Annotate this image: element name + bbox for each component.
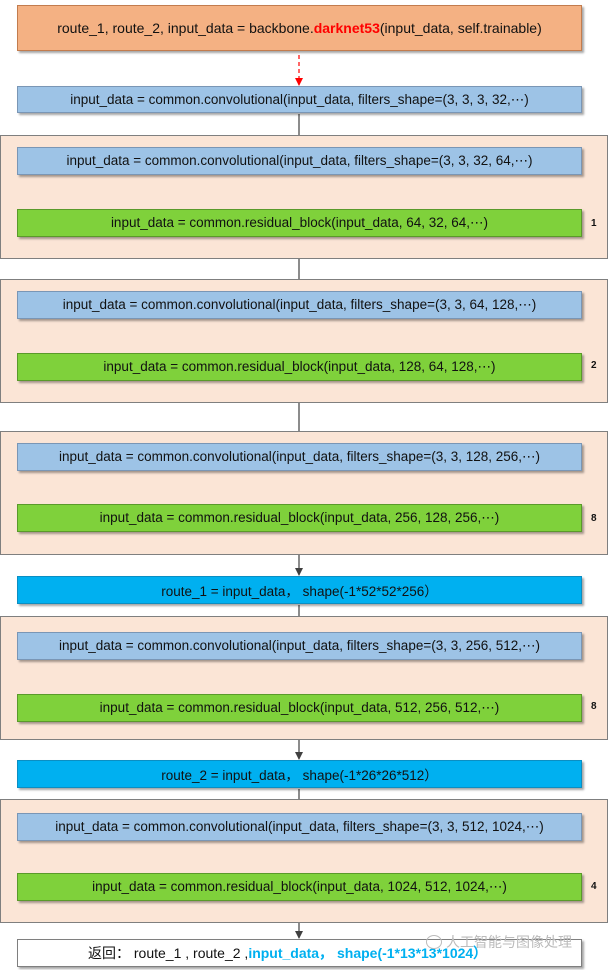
backbone-call: route_1, route_2, input_data = backbone.… [17, 5, 582, 51]
wechat-icon [426, 935, 442, 949]
stage-2-repeat-count: 2 [590, 360, 598, 372]
stage-3-residual: input_data = common.residual_block(input… [17, 504, 582, 532]
stage-2-conv: input_data = common.convolutional(input_… [17, 291, 582, 319]
stage-5-residual: input_data = common.residual_block(input… [17, 873, 582, 901]
stage-3-repeat-count: 8 [590, 513, 598, 525]
return-highlight: input_data， shape(-1*13*13*1024） [248, 945, 488, 961]
stage-5-conv: input_data = common.convolutional(input_… [17, 813, 582, 841]
stage-1-residual: input_data = common.residual_block(input… [17, 209, 582, 237]
stage-1-repeat-count: 1 [590, 218, 598, 230]
stage-2-residual: input_data = common.residual_block(input… [17, 353, 582, 381]
darknet53-fn: darknet53 [313, 20, 380, 36]
stage-1-conv: input_data = common.convolutional(input_… [17, 147, 582, 175]
watermark-text: 人工智能与图像处理 [446, 934, 572, 950]
header-post: (input_data, self.trainable) [379, 20, 542, 36]
stage-4-repeat-count: 8 [590, 701, 598, 713]
stage-5-repeat-count: 4 [590, 881, 598, 893]
stage-4-residual: input_data = common.residual_block(input… [17, 694, 582, 722]
stage-4-conv: input_data = common.convolutional(input_… [17, 632, 582, 660]
header-pre: route_1, route_2, input_data = backbone. [57, 20, 314, 36]
watermark: 人工智能与图像处理 [426, 932, 572, 952]
first-conv-box: input_data = common.convolutional(input_… [17, 86, 582, 113]
route-1-box: route_1 = input_data， shape(-1*52*52*256… [17, 576, 582, 604]
stage-3-conv: input_data = common.convolutional(input_… [17, 443, 582, 471]
return-box: 返回： route_1 , route_2 , input_data， shap… [17, 939, 582, 967]
route-2-box: route_2 = input_data， shape(-1*26*26*512… [17, 760, 582, 788]
return-label: 返回： route_1 , route_2 , [88, 945, 249, 961]
